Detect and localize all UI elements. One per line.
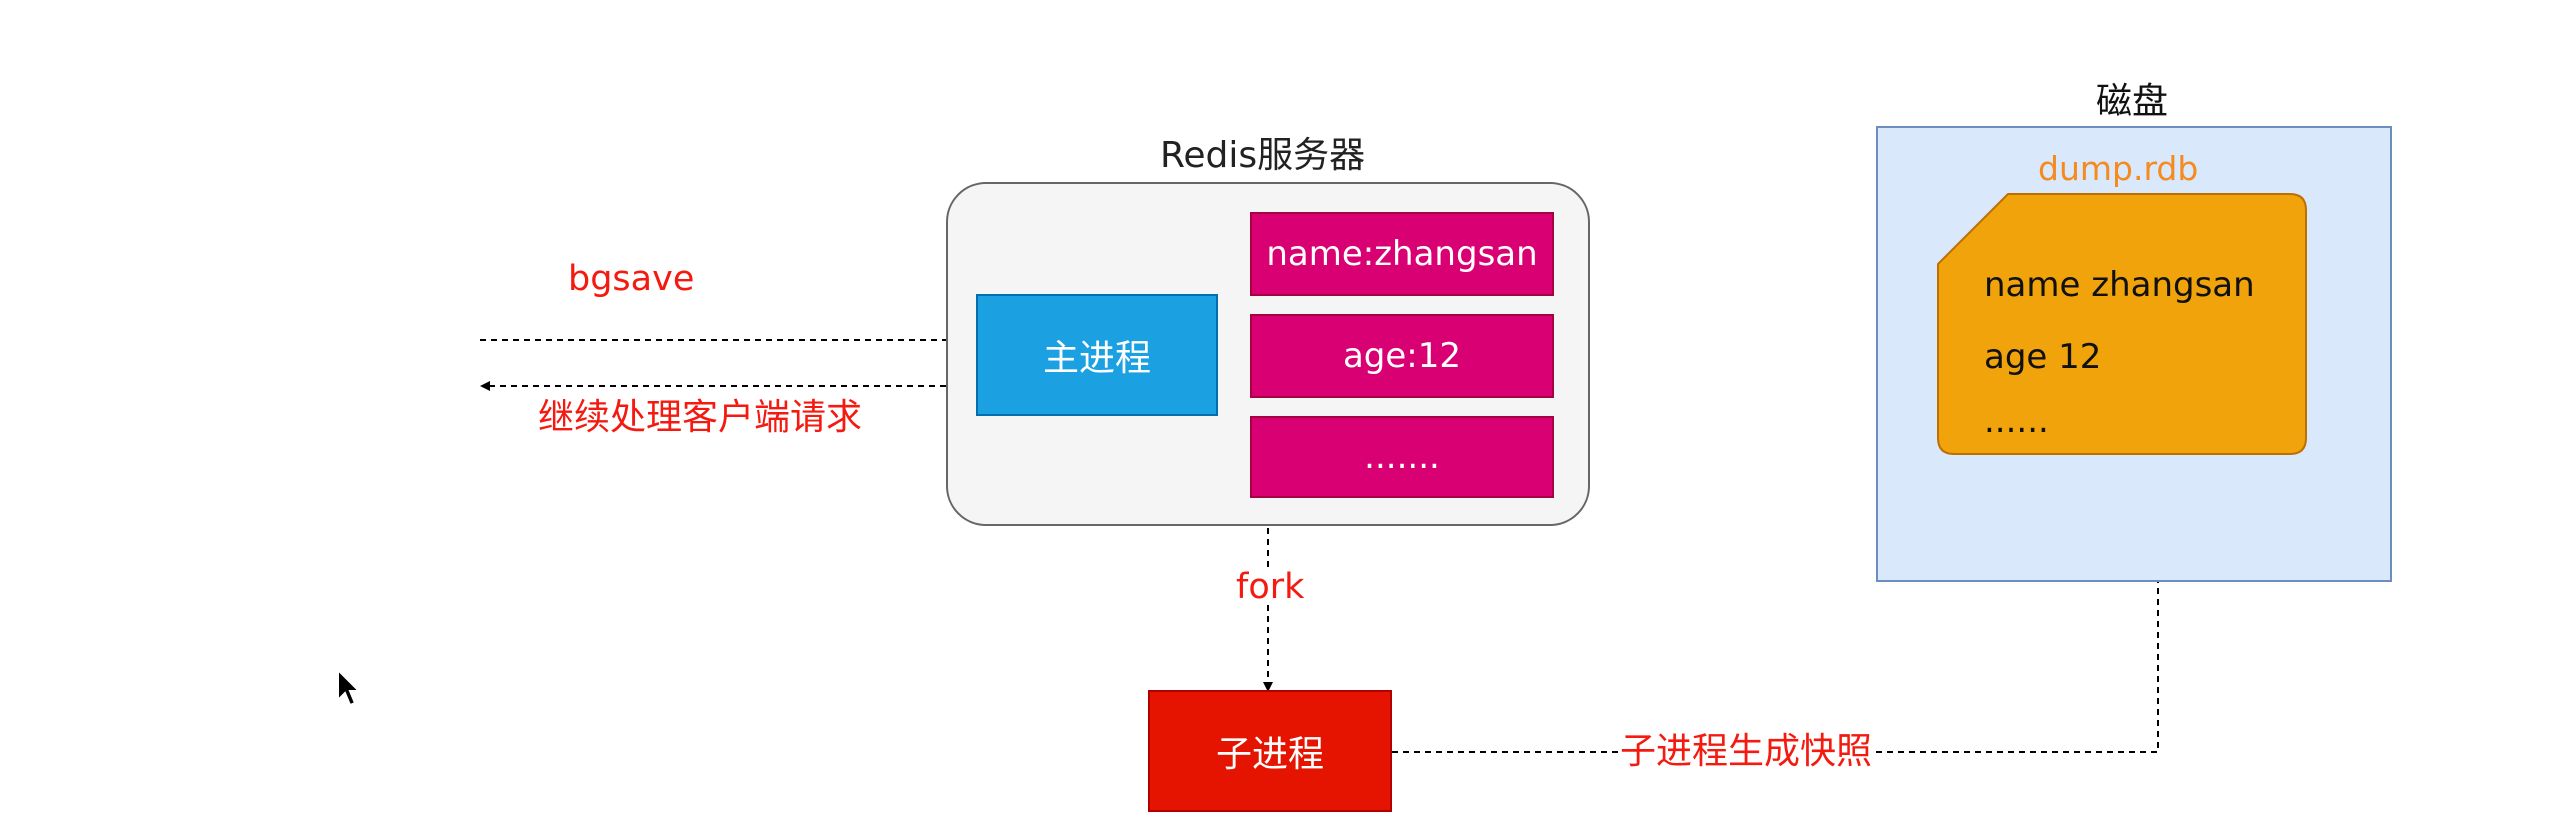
dump-file-card	[1937, 193, 2307, 455]
server-title: Redis服务器	[1160, 135, 1366, 176]
file-line-name: name zhangsan	[1984, 265, 2255, 305]
file-line-more: ......	[1984, 401, 2049, 441]
main-process-box: 主进程	[976, 294, 1218, 416]
data-item-age-label: age:12	[1342, 336, 1462, 376]
data-item-age: age:12	[1250, 314, 1554, 398]
dump-file-name: dump.rdb	[2038, 149, 2199, 188]
child-process-label: 子进程	[1215, 734, 1324, 775]
file-line-age: age 12	[1984, 337, 2102, 377]
bgsave-label: bgsave	[568, 259, 695, 299]
continue-request-label: 继续处理客户端请求	[538, 397, 863, 438]
child-process-box: 子进程	[1148, 690, 1392, 812]
disk-title: 磁盘	[2096, 81, 2169, 122]
data-item-more-label: .......	[1364, 437, 1440, 477]
data-item-more: .......	[1250, 416, 1554, 498]
main-process-label: 主进程	[1042, 338, 1151, 379]
data-item-name: name:zhangsan	[1250, 212, 1554, 296]
mouse-cursor-icon	[337, 668, 362, 707]
snapshot-label: 子进程生成快照	[1618, 731, 1875, 772]
data-item-name-label: name:zhangsan	[1266, 234, 1538, 274]
fork-label: fork	[1236, 567, 1305, 607]
